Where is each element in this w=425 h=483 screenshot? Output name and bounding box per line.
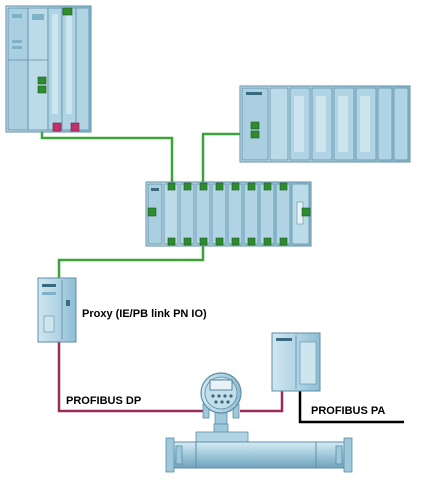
central-io-top-ports bbox=[167, 182, 288, 191]
controller-ethernet-port-2 bbox=[37, 85, 47, 94]
central-io-bottom-ports bbox=[167, 237, 288, 246]
transmitter-keypad bbox=[211, 394, 233, 404]
profibus-dp-to-coupler-cable bbox=[240, 390, 284, 413]
controller-ethernet-port-1 bbox=[37, 76, 47, 85]
io-rack-ethernet-port-1 bbox=[250, 121, 260, 130]
pa-coupler-device bbox=[271, 332, 321, 392]
profibus-dp-label: PROFIBUS DP bbox=[66, 395, 141, 407]
ethernet-cable-switch-to-proxy bbox=[57, 243, 205, 280]
profibus-pa-cable bbox=[298, 390, 404, 424]
proxy-device bbox=[37, 277, 77, 343]
controller-profibus-port-2 bbox=[70, 122, 80, 132]
profibus-pa-label: PROFIBUS PA bbox=[311, 405, 385, 417]
profibus-dp-cable bbox=[57, 342, 205, 413]
central-io-side-port-left bbox=[147, 207, 157, 217]
transmitter-display bbox=[209, 379, 233, 391]
central-io-side-port-right bbox=[301, 207, 311, 217]
central-io-station bbox=[145, 181, 312, 247]
controller-rack bbox=[5, 5, 92, 133]
io-rack-ethernet-port-2 bbox=[250, 130, 260, 139]
io-rack bbox=[239, 85, 411, 163]
controller-profibus-port-1 bbox=[52, 122, 62, 132]
flow-meter-device bbox=[165, 372, 353, 473]
proxy-label: Proxy (IE/PB link PN IO) bbox=[82, 308, 207, 320]
ethernet-cable-io-rack-to-switch bbox=[201, 132, 254, 186]
